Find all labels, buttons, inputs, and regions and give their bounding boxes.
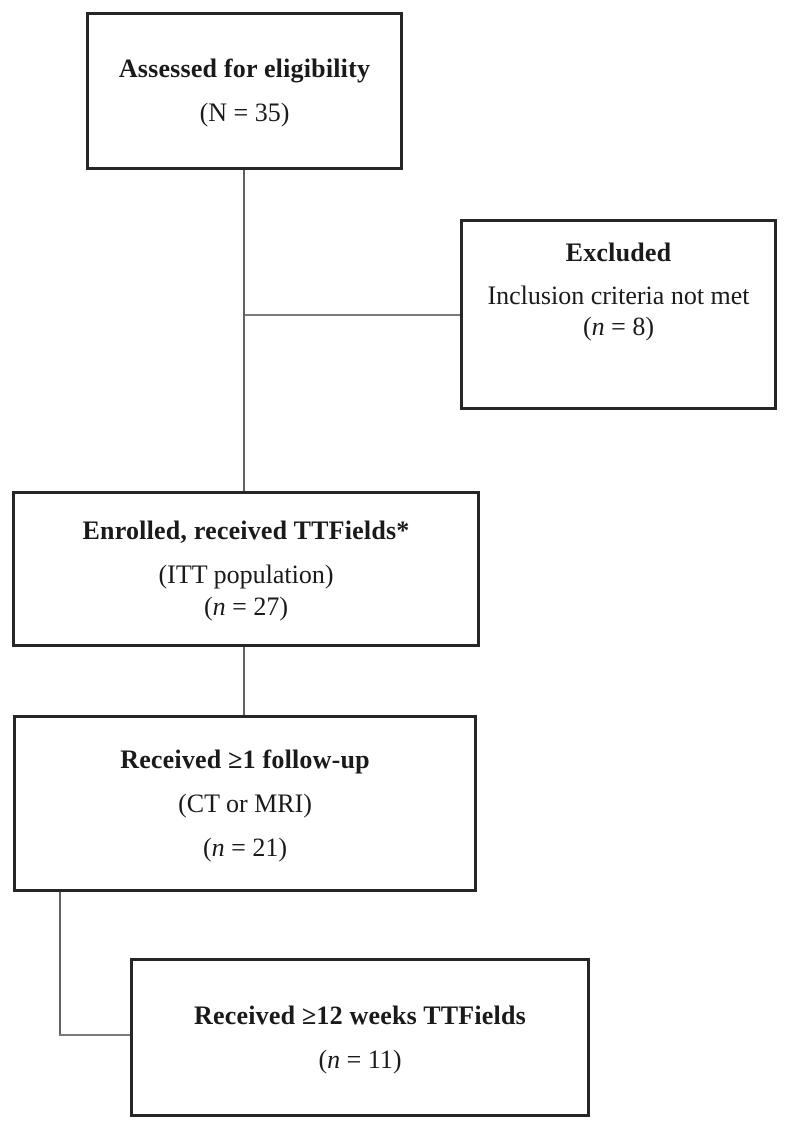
box-count: (N = 35) — [199, 98, 290, 127]
box-title: Assessed for eligibility — [118, 54, 371, 83]
box-title: Excluded — [565, 238, 672, 267]
box-count: (n = 27) — [204, 592, 288, 621]
box-subtitle: (ITT population) — [158, 560, 334, 589]
flow-box-excluded: Excluded Inclusion criteria not met (n =… — [460, 219, 777, 410]
box-title: Enrolled, received TTFields* — [82, 516, 410, 545]
n-symbol: n — [212, 592, 226, 621]
n-symbol: n — [591, 312, 605, 341]
box-subtitle: (CT or MRI) — [178, 788, 312, 818]
flow-box-enrolled: Enrolled, received TTFields* (ITT popula… — [12, 491, 480, 647]
flow-box-followup: Received ≥1 follow-up (CT or MRI) (n = 2… — [13, 715, 477, 892]
box-title: Received ≥12 weeks TTFields — [194, 1000, 526, 1030]
box-count: (n = 11) — [318, 1044, 402, 1074]
box-title: Received ≥1 follow-up — [120, 744, 370, 774]
box-count: (n = 21) — [203, 832, 287, 862]
flow-box-twelve-weeks: Received ≥12 weeks TTFields (n = 11) — [130, 958, 590, 1117]
connector-enrolled-to-followup — [243, 647, 245, 715]
connector-followup-to-twelveweeks — [59, 892, 61, 1036]
connector-branch-to-excluded — [245, 314, 460, 316]
connector-elbow-to-twelveweeks — [59, 1034, 131, 1036]
n-symbol: n — [327, 1044, 341, 1074]
n-symbol: n — [211, 832, 225, 862]
box-count: (n = 8) — [583, 312, 654, 341]
flow-box-assessed: Assessed for eligibility (N = 35) — [86, 12, 403, 170]
box-reason: Inclusion criteria not met — [487, 281, 750, 310]
connector-assessed-to-enrolled — [243, 170, 245, 491]
